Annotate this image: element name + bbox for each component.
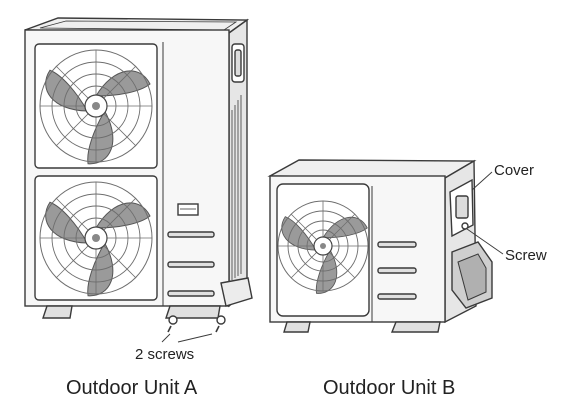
screw-b — [461, 222, 469, 230]
label-screw: Screw — [505, 247, 547, 264]
caption-unit-a: Outdoor Unit A — [66, 377, 198, 399]
unit-b-foot-right — [390, 321, 441, 333]
unit-a-nameplate — [177, 203, 199, 216]
label-two-screws: 2 screws — [135, 346, 194, 363]
unit-b-fan — [275, 200, 369, 300]
leader-screw — [466, 228, 504, 255]
unit-a-foot-left — [42, 305, 73, 319]
label-cover: Cover — [494, 162, 534, 179]
outdoor-unit-b — [267, 159, 504, 333]
screw-a-left — [168, 315, 178, 325]
caption-unit-b: Outdoor Unit B — [323, 377, 455, 399]
leader-cover — [471, 171, 493, 191]
leader-two-screws — [161, 333, 171, 343]
unit-b-foot-left — [283, 321, 311, 333]
screw-a-right — [216, 315, 226, 325]
unit-a-fan-bottom — [38, 181, 153, 303]
outdoor-unit-a — [24, 17, 253, 343]
unit-a-fan-top — [38, 49, 153, 171]
